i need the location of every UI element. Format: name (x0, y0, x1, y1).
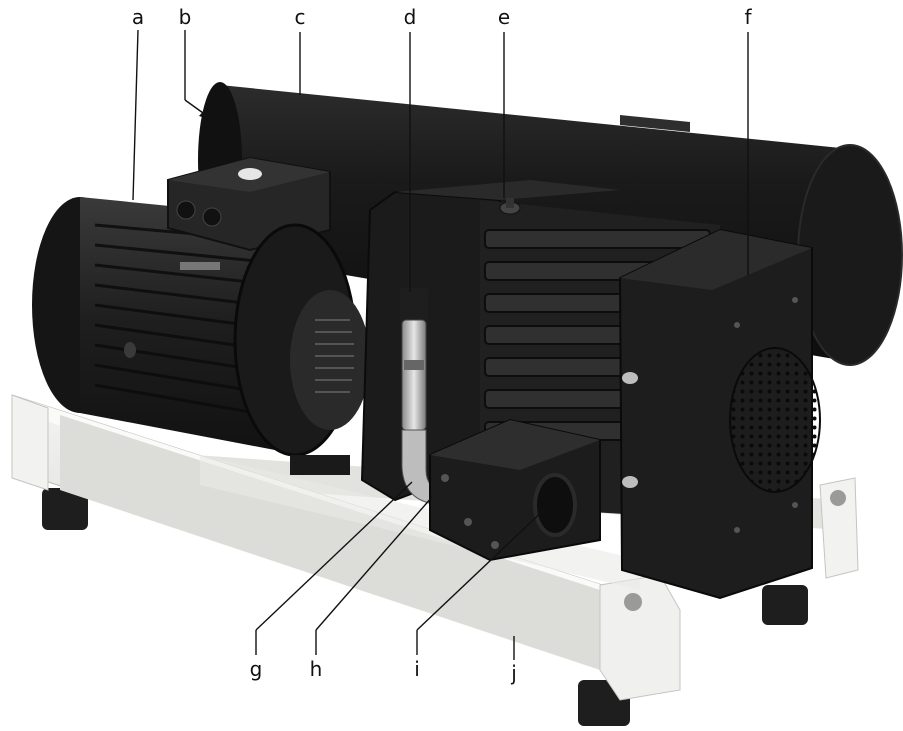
callout-b: b (179, 5, 192, 29)
callout-d: d (404, 5, 417, 29)
callout-i: i (414, 657, 420, 681)
leader-lines (132, 29, 749, 660)
leader-h (315, 496, 433, 631)
foot-rear-right (762, 585, 808, 625)
callout-j: j (510, 661, 517, 685)
callout-e: e (498, 5, 510, 29)
leader-a (132, 29, 139, 201)
leader-i (416, 504, 550, 631)
callout-a: a (132, 5, 144, 29)
callout-c: c (295, 5, 306, 29)
callout-g: g (250, 657, 263, 681)
foot-left (42, 488, 88, 530)
inlet-block (429, 418, 601, 562)
callout-f: f (744, 5, 752, 29)
fan-grille (729, 347, 821, 493)
leader-g (255, 481, 413, 631)
callout-h: h (310, 657, 323, 681)
arrowhead-b (199, 107, 214, 121)
oil-sight-glass (400, 288, 447, 506)
nameplate (180, 262, 220, 270)
callout-labels: a b c d e f g h i j (132, 5, 753, 685)
inlet-port (533, 473, 577, 537)
electric-motor (32, 156, 370, 475)
